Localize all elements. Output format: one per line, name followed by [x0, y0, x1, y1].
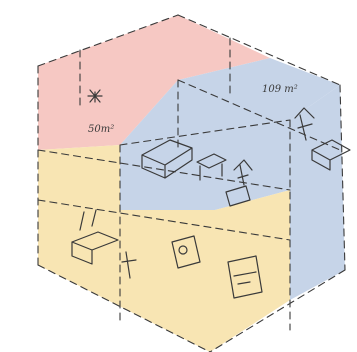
- pink-zone-area-label: 50m²: [88, 124, 114, 135]
- blue-zone-area-label: 109 m²: [262, 84, 298, 95]
